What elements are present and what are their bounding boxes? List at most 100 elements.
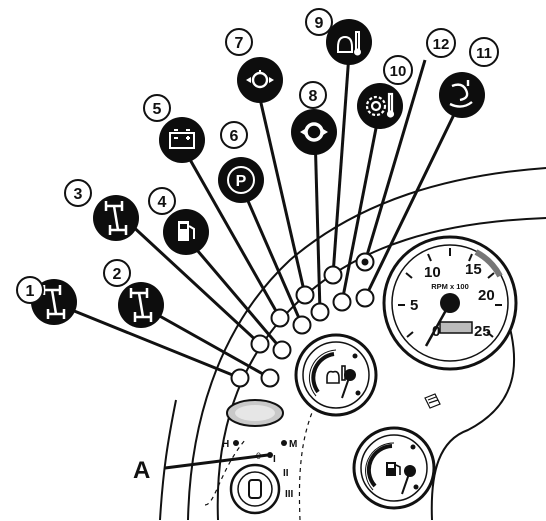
- transmission-oil-pressure-icon: [300, 122, 328, 142]
- tach-label-5: 5: [410, 297, 418, 314]
- callout-a-label: A: [133, 457, 150, 484]
- leader-lines: [51, 53, 464, 470]
- callout-number-9: 9: [305, 8, 333, 36]
- tach-hub: [440, 293, 460, 313]
- callout-number-12: 12: [426, 28, 456, 58]
- callout-number-3: 3: [64, 179, 92, 207]
- key-pos-1: I: [273, 454, 276, 465]
- callout-number-6-text: 6: [230, 128, 239, 145]
- coolant-gauge-icon: [326, 365, 346, 384]
- callout-10: [357, 83, 403, 129]
- dashboard-outline: [159, 167, 546, 521]
- callout-9: [326, 19, 372, 65]
- tach-label-10: 10: [424, 264, 441, 281]
- callout-6: P: [218, 157, 264, 203]
- callout-8: [291, 109, 337, 155]
- transmission-oil-temperature-icon: [365, 92, 395, 118]
- tach-label-0: 0: [432, 323, 440, 340]
- callout-11: [439, 72, 485, 118]
- fuel-gauge-icon: [386, 462, 401, 476]
- callout-number-9-text: 9: [315, 15, 324, 32]
- key-pos-3: III: [285, 489, 294, 500]
- battery-icon: [169, 129, 195, 149]
- key-slot: [248, 479, 262, 499]
- fuel-pump-icon: [178, 221, 195, 241]
- lamp-7: [295, 285, 315, 305]
- callout-number-2-text: 2: [113, 266, 122, 283]
- callout-number-7: 7: [225, 28, 253, 56]
- leader-line-6: [236, 177, 304, 326]
- callout-number-7-text: 7: [235, 35, 244, 52]
- hour-meter: [439, 321, 473, 334]
- callout-number-4: 4: [148, 187, 176, 215]
- lamp-2: [260, 368, 280, 388]
- lamp-6: [292, 315, 312, 335]
- tach-label-25: 25: [474, 323, 491, 340]
- callout-3: [93, 195, 139, 241]
- leader-line-5: [178, 141, 282, 319]
- callout-number-5: 5: [143, 94, 171, 122]
- leader-line-3: [113, 208, 262, 346]
- callout-number-6: 6: [220, 121, 248, 149]
- lamp-11: [355, 288, 375, 308]
- callout-7: [237, 57, 283, 103]
- lamp-4: [272, 340, 292, 360]
- fuel-gauge: [352, 426, 436, 510]
- callout-4: [163, 209, 209, 255]
- leader-line-10: [340, 117, 380, 303]
- key-callout-dot: [267, 452, 273, 458]
- svg-text:P: P: [236, 173, 247, 190]
- callout-number-11-text: 11: [476, 45, 492, 62]
- lamp-3: [250, 334, 270, 354]
- leader-line-9: [331, 53, 351, 276]
- key-switch: H M 0 I II III: [222, 439, 297, 515]
- leader-line-2: [139, 303, 271, 380]
- callout-number-3-text: 3: [74, 186, 83, 203]
- leader-line-7: [256, 89, 307, 296]
- callout-number-8-text: 8: [309, 88, 318, 105]
- icon-bubble-11: [439, 72, 485, 118]
- icon-bubble-5: [159, 117, 205, 163]
- icon-bubble-9: [326, 19, 372, 65]
- hatched-symbol: [424, 393, 441, 409]
- leader-line-12: [363, 59, 427, 263]
- lamp-10: [332, 292, 352, 312]
- key-pos-m: M: [289, 439, 297, 450]
- key-pos-h: H: [222, 439, 229, 450]
- leader-line-8: [313, 131, 322, 313]
- air-filter-restriction-icon: [449, 80, 473, 108]
- callout-number-10: 10: [383, 55, 413, 85]
- callout-number-4-text: 4: [158, 194, 167, 211]
- leader-line-a: [164, 453, 269, 470]
- axle-lock-icon: [104, 201, 128, 235]
- tach-label-20: 20: [478, 287, 495, 304]
- callout-number-1-text: 1: [26, 283, 35, 300]
- leader-line-11: [363, 97, 464, 299]
- icon-bubble-8: [291, 109, 337, 155]
- key-pos-2: II: [283, 468, 289, 479]
- callout-number-1: 1: [16, 276, 44, 304]
- lamp-1: [230, 368, 250, 388]
- lamp-9: [323, 265, 343, 285]
- coolant-temp-gauge: [294, 333, 378, 417]
- four-wheel-drive-rear-icon: [129, 288, 153, 322]
- icon-bubble-7: [237, 57, 283, 103]
- key-pos-0: 0: [256, 451, 261, 461]
- engine-coolant-temperature-icon: [337, 31, 361, 56]
- icon-bubble-6: [218, 157, 264, 203]
- tach-label-15: 15: [465, 261, 482, 278]
- indicator-lamps: [230, 252, 375, 388]
- number-callouts: 1 2 3 4 5 6 7 8: [16, 8, 499, 304]
- engine-oil-pressure-icon: [246, 70, 274, 89]
- tach-unit-label: RPM x 100: [431, 282, 469, 291]
- callout-number-2: 2: [103, 259, 131, 287]
- four-wheel-drive-front-icon: [42, 285, 66, 319]
- callout-2: [118, 282, 164, 328]
- tachometer: 0 5 10 15 20 25 RPM x 100: [382, 235, 518, 371]
- callout-number-10-text: 10: [390, 63, 407, 80]
- parking-brake-icon: P: [227, 166, 255, 194]
- callout-number-5-text: 5: [153, 101, 162, 118]
- callout-number-8: 8: [299, 81, 327, 109]
- lamp-5: [270, 308, 290, 328]
